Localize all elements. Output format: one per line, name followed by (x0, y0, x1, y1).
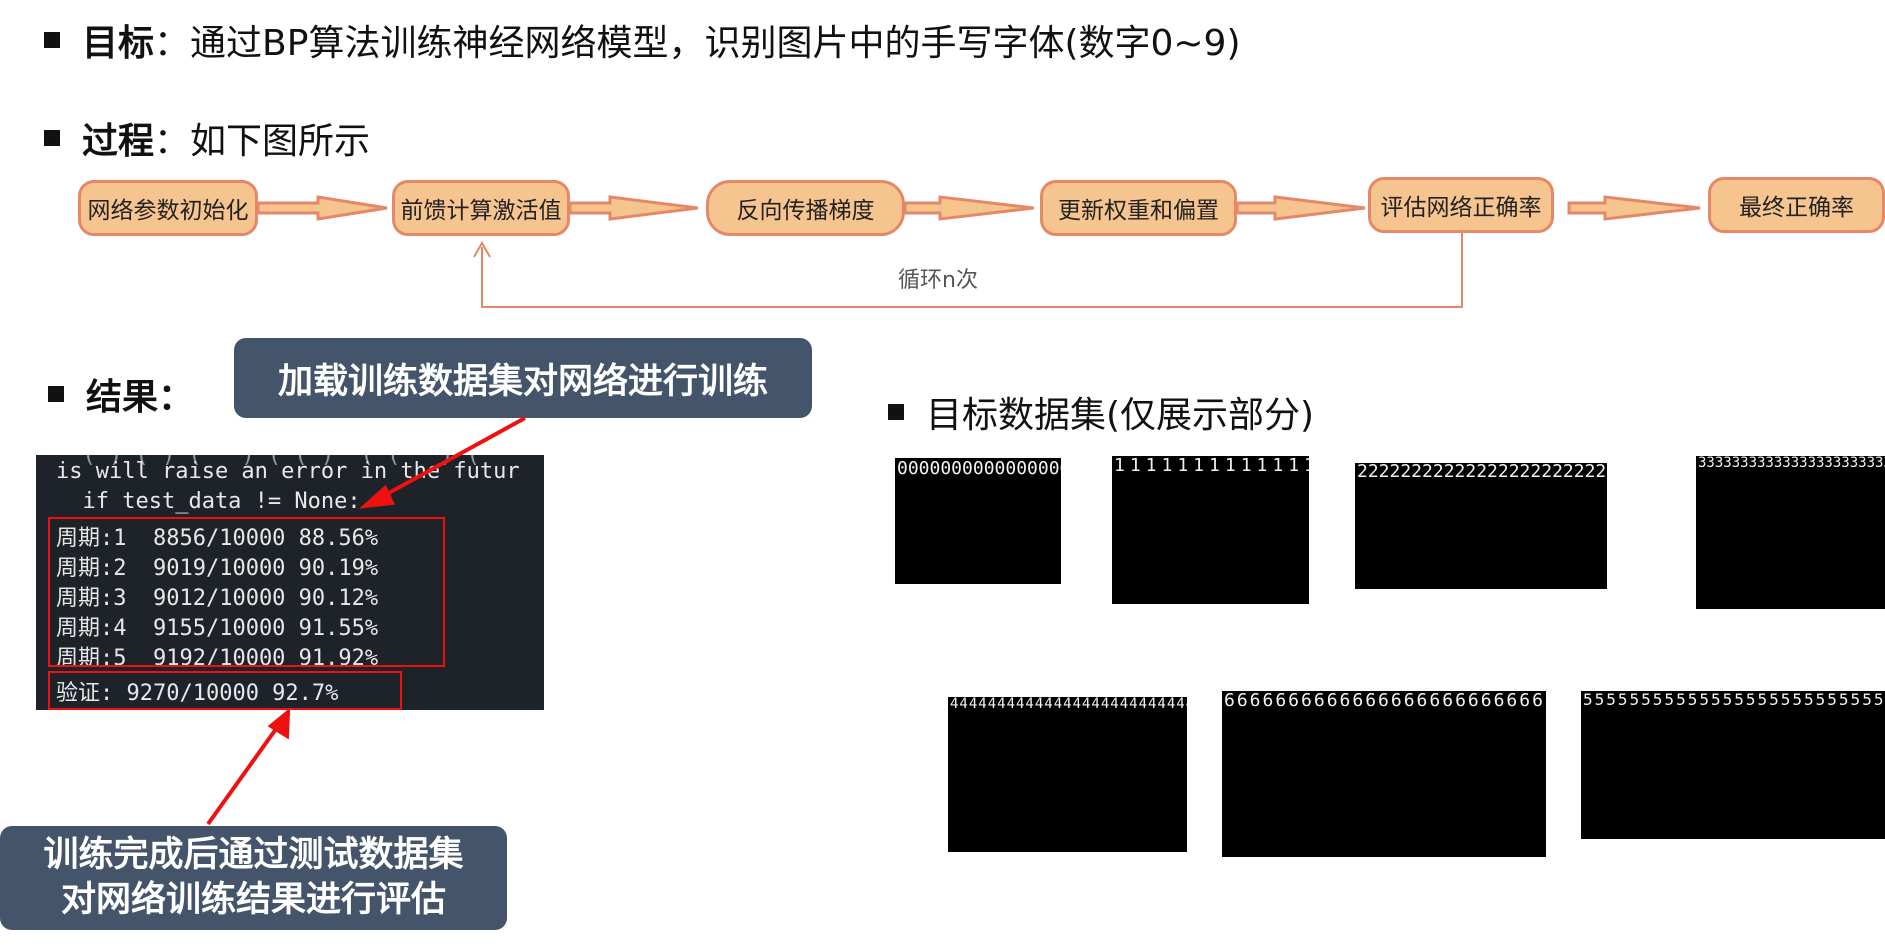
flow-step-evaluate: 评估网络正确率 (1368, 177, 1554, 233)
train-callout: 加载训练数据集对网络进行训练 (234, 338, 812, 418)
flow-step-feedforward: 前馈计算激活值 (392, 180, 570, 236)
mnist-zero-image: 0000000000000000000000000000000000000000… (895, 458, 1061, 584)
arrow-head-icon (267, 707, 291, 740)
loop-line (473, 232, 1463, 308)
flow-step-backprop: 反向传播梯度 (706, 180, 905, 236)
eval-callout-line1: 训练完成后通过测试数据集 (43, 835, 464, 875)
flow-arrow-icon (903, 195, 1035, 221)
terminal-code-line: if test_data != None: (56, 489, 361, 514)
goal-colon: ： (154, 23, 191, 64)
dataset-line: 目标数据集(仅展示部分) (888, 386, 1314, 438)
mnist-one-image: 1111111111111111111111111111111111111111… (1112, 456, 1309, 604)
epoch-line: 周期:2 9019/10000 90.19% (56, 556, 379, 581)
terminal-partial-line: ( ) ( ) ( ) ( ( ) ( ( ) ( (56, 455, 480, 468)
flow-arrow-icon (1235, 195, 1366, 221)
validation-highlight-box (48, 671, 402, 710)
bullet-square-icon (888, 404, 904, 420)
bullet-square-icon (44, 130, 60, 146)
loop-label: 循环n次 (898, 268, 978, 293)
mnist-four-image: 4444444444444444444444444444444444444444… (948, 697, 1187, 852)
mnist-six-image: 6666666666666666666666666666666666666666… (1222, 691, 1546, 857)
train-arrow (375, 416, 526, 502)
bullet-square-icon (44, 32, 60, 48)
eval-arrow (206, 720, 283, 826)
eval-callout: 训练完成后通过测试数据集 对网络训练结果进行评估 (0, 826, 507, 930)
bullet-square-icon (48, 386, 64, 402)
eval-callout-line2: 对网络训练结果进行评估 (60, 880, 446, 920)
flow-arrow-icon (568, 195, 699, 221)
terminal-output: ( ) ( ) ( ) ( ( ) ( ( ) ( is will raise … (36, 455, 544, 710)
process-colon: ： (154, 121, 191, 162)
mnist-three-image: 3333333333333333333333333333333333333333… (1696, 456, 1885, 609)
result-colon: ： (158, 377, 195, 418)
goal-text: 通过BP算法训练神经网络模型，识别图片中的手写字体(数字0~9) (190, 23, 1241, 64)
result-key: 结果 (86, 377, 159, 418)
epochs-highlight-box (48, 517, 445, 667)
flow-arrow-icon (1567, 195, 1701, 221)
flow-step-final: 最终正确率 (1708, 177, 1885, 233)
dataset-title: 目标数据集(仅展示部分) (926, 395, 1315, 436)
epoch-line: 周期:4 9155/10000 91.55% (56, 616, 379, 641)
mnist-two-image: 2222222222222222222222222222222222222222… (1355, 463, 1607, 589)
result-line: 结果： (48, 368, 194, 420)
flow-connectors (256, 195, 1701, 308)
flow-step-update: 更新权重和偏置 (1040, 180, 1237, 236)
epoch-line: 周期:3 9012/10000 90.12% (56, 586, 379, 611)
flow-step-init: 网络参数初始化 (78, 180, 258, 236)
epoch-line: 周期:1 8856/10000 88.56% (56, 526, 379, 551)
validation-line: 验证: 9270/10000 92.7% (56, 681, 339, 706)
flow-arrow-icon (256, 195, 388, 221)
terminal-warning-line: is will raise an error in the futur (56, 459, 520, 484)
process-key: 过程 (82, 121, 155, 162)
process-text: 如下图所示 (190, 121, 371, 162)
process-line: 过程：如下图所示 (44, 112, 370, 164)
goal-line: 目标：通过BP算法训练神经网络模型，识别图片中的手写字体(数字0~9) (44, 14, 1241, 66)
goal-key: 目标 (82, 23, 155, 64)
mnist-five-image: 5555555555555555555555555555555555555555… (1581, 691, 1885, 839)
arrow-head-icon (359, 484, 395, 509)
